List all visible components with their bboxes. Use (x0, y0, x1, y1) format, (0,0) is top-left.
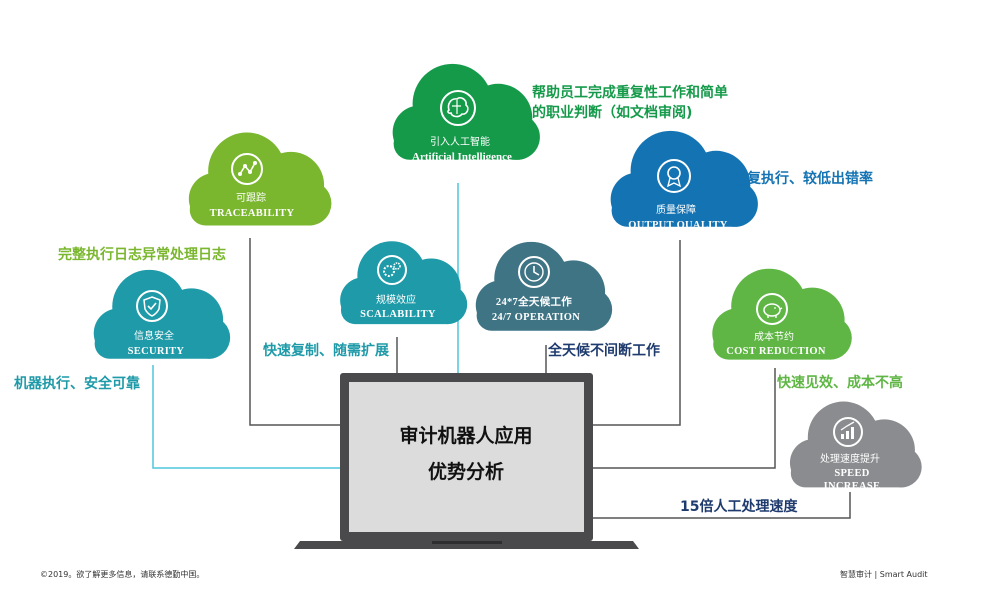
connector-quality (593, 240, 681, 426)
bar-chart-icon (833, 417, 863, 447)
cloud-operation: 24*7全天候工作 24/7 OPERATION (475, 241, 613, 331)
cloud-traceability-cn: 可跟踪 (236, 191, 266, 204)
annotation-scalability: 快速复制、随需扩展 (263, 343, 389, 359)
cloud-operation-en: 24/7 OPERATION (492, 312, 580, 323)
connector-security (152, 365, 340, 469)
cloud-traceability: 可跟踪 TRACEABILITY (188, 132, 332, 226)
cloud-speed: 处理速度提升 SPEED INCREASE (789, 401, 922, 492)
footer-copyright: ©2019。欲了解更多信息，请联系德勤中国。 (40, 570, 205, 579)
connector-lines (152, 183, 851, 519)
cloud-speed-cn: 处理速度提升 (820, 452, 880, 465)
cloud-cost-en: COST REDUCTION (726, 346, 826, 357)
annotation-operation: 全天候不间断工作 (548, 343, 660, 359)
laptop-title-line1: 审计机器人应用 (399, 424, 532, 447)
gears-icon (377, 255, 407, 285)
laptop-screen (349, 382, 584, 532)
footer-brand: 智慧审计 | Smart Audit (840, 570, 928, 579)
share-nodes-icon (231, 153, 263, 185)
piggy-bank-icon (756, 293, 788, 325)
cloud-traceability-en: TRACEABILITY (210, 208, 295, 219)
cloud-scalability-en: SCALABILITY (360, 309, 436, 320)
cloud-ai-cn: 引入人工智能 (430, 135, 490, 148)
cloud-ai: 引入人工智能 Artificial Intelligence (392, 63, 540, 163)
connector-traceability (249, 238, 340, 426)
laptop-title-line2: 优势分析 (428, 460, 504, 483)
annotation-speed: 15倍人工处理速度 (680, 499, 798, 515)
shield-check-icon (136, 290, 168, 322)
cloud-security-en: SECURITY (128, 346, 185, 357)
award-ribbon-icon (657, 159, 691, 193)
cloud-operation-cn: 24*7全天候工作 (496, 295, 572, 308)
connector-cost (593, 368, 776, 469)
cloud-scalability-cn: 规模效应 (376, 293, 416, 306)
cloud-cost-cn: 成本节约 (754, 330, 794, 343)
cloud-quality-cn: 质量保障 (656, 203, 696, 216)
cloud-quality-en: OUTPUT QUALITY (628, 220, 728, 231)
cloud-quality: 质量保障 OUTPUT QUALITY (610, 130, 758, 231)
laptop (294, 373, 639, 549)
cloud-security: 信息安全 SECURITY (93, 269, 231, 359)
cloud-scalability: 规模效应 SCALABILITY (340, 241, 468, 325)
brain-icon (440, 90, 476, 126)
annotation-quality: 重复执行、较低出错率 (733, 171, 873, 187)
cloud-cost: 成本节约 COST REDUCTION (712, 268, 852, 360)
cloud-ai-en: Artificial Intelligence (412, 151, 512, 163)
annotation-ai-line2: 的职业判断（如文档审阅) (532, 105, 693, 121)
laptop-base (294, 541, 639, 549)
annotation-cost: 快速见效、成本不高 (777, 375, 903, 391)
annotation-ai-line1: 帮助员工完成重复性工作和简单 (532, 85, 728, 101)
annotation-security: 机器执行、安全可靠 (14, 376, 140, 392)
cloud-speed-en-line2: INCREASE (824, 481, 881, 492)
cloud-security-cn: 信息安全 (134, 329, 174, 342)
annotation-traceability: 完整执行日志异常处理日志 (58, 247, 226, 263)
cloud-speed-en-line1: SPEED (834, 468, 869, 479)
clock-icon (518, 256, 550, 288)
connector-speed (593, 492, 851, 519)
